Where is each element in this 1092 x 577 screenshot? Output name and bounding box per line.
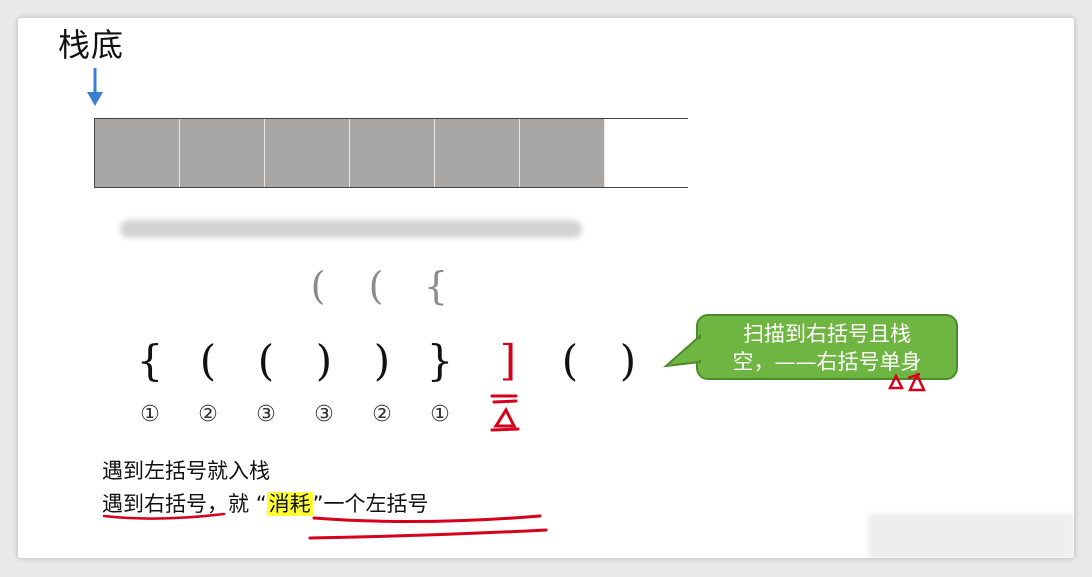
sequence-bracket: { [136, 336, 164, 385]
stack-bottom-label: 栈底 [58, 26, 125, 64]
stack-cell-empty [605, 119, 688, 187]
sequence-bracket: ) [619, 336, 637, 385]
stack-item: { [423, 264, 449, 308]
down-arrow-icon [87, 68, 103, 106]
red-underline [308, 514, 548, 540]
stack-cell [350, 119, 435, 187]
callout-line-2: 空，——右括号单身 [732, 350, 922, 374]
highlighted-word: 消耗 [266, 492, 313, 516]
close-quote: ” [312, 492, 324, 516]
open-quote: “ [255, 492, 267, 516]
stack-cell [265, 119, 350, 187]
stack-cell [95, 119, 180, 187]
sequence-bracket: ( [199, 336, 217, 385]
match-index: ② [198, 402, 218, 427]
slide-canvas: 栈底 ( ( { { ( ( ) ) } ] ( ) ① ② ③ ③ ② ① 扫… [18, 18, 1074, 558]
sequence-bracket: ( [257, 336, 275, 385]
sequence-bracket: } [426, 336, 454, 385]
stack-cell [520, 119, 605, 187]
rule-text-line-1: 遇到左括号就入栈 [102, 459, 270, 483]
sequence-bracket: ) [373, 336, 391, 385]
sequence-bracket: ) [315, 336, 333, 385]
rule-text-line-2: 遇到右括号，就 “消耗”一个左括号 [102, 488, 428, 518]
callout-bubble: 扫描到右括号且栈 空，——右括号单身 [696, 314, 958, 380]
callout-line-1: 扫描到右括号且栈 [743, 322, 911, 346]
match-index: ② [372, 402, 392, 427]
match-index: ① [140, 402, 160, 427]
stack-cell [180, 119, 265, 187]
stack-item: ( [368, 264, 384, 308]
red-triangle-mark [490, 394, 520, 432]
rule-prefix: 遇到右括号，就 [102, 492, 249, 516]
blurred-divider [120, 220, 582, 238]
rule-suffix: 一个左括号 [323, 492, 429, 516]
stack-item: ( [310, 264, 326, 308]
sequence-bracket-unmatched: ] [499, 336, 517, 385]
stack-cell [435, 119, 520, 187]
match-index: ① [430, 402, 450, 427]
sequence-bracket: ( [561, 336, 579, 385]
callout-tail [662, 333, 701, 368]
match-index: ③ [256, 402, 276, 427]
stack-bar [94, 118, 688, 188]
match-index: ③ [314, 402, 334, 427]
blurred-corner [868, 514, 1074, 558]
